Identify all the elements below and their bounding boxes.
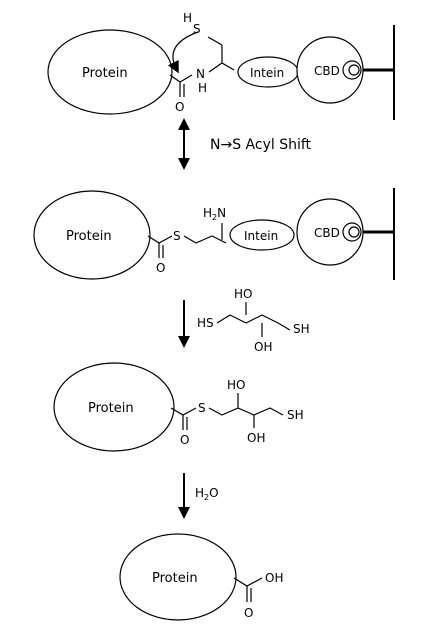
dtt-oh-label: OH bbox=[254, 340, 272, 354]
protein-label: Protein bbox=[82, 66, 128, 81]
carbonyl-bond bbox=[169, 74, 193, 83]
nucleophilic-attack-arrow bbox=[167, 31, 199, 74]
dtt-ho-label: HO bbox=[234, 287, 252, 301]
protein-ellipse bbox=[33, 190, 151, 280]
hydroxyl-label: OH bbox=[265, 571, 283, 585]
carbonyl-oxygen: O bbox=[175, 100, 184, 114]
dtt-ho-label: HO bbox=[227, 378, 245, 392]
hydrolysis-step: H2O bbox=[178, 473, 219, 519]
dtt-step: HS HO OH SH bbox=[178, 287, 310, 354]
thioester-bond bbox=[170, 407, 197, 416]
amine-label: H2N bbox=[203, 206, 226, 222]
thiol-hydrogen: H bbox=[183, 11, 192, 25]
arrow-up-head bbox=[178, 118, 190, 130]
carboxyl-bond bbox=[233, 577, 263, 587]
backbone-chain bbox=[183, 235, 227, 244]
arrow-down-head bbox=[178, 507, 190, 519]
amide-nitrogen: N bbox=[196, 67, 205, 81]
intein-label: Intein bbox=[244, 229, 278, 243]
protein-label: Protein bbox=[66, 229, 112, 244]
intein-ellipse bbox=[229, 219, 295, 251]
cbd-label: CBD bbox=[314, 226, 340, 240]
cbd-binding-ring-inner bbox=[348, 64, 360, 76]
intein-label: Intein bbox=[250, 66, 284, 80]
carbonyl-oxygen: O bbox=[244, 606, 253, 620]
carbonyl-oxygen: O bbox=[180, 433, 189, 447]
water-label: H2O bbox=[195, 486, 219, 502]
cbd-label: CBD bbox=[314, 64, 340, 78]
protein-label: Protein bbox=[152, 571, 198, 586]
stage-4-free-protein: Protein O OH bbox=[119, 533, 283, 621]
arrow-down-head bbox=[178, 336, 190, 348]
carbonyl-oxygen: O bbox=[156, 261, 165, 275]
thiol-sulfur: S bbox=[193, 22, 201, 36]
protein-ellipse bbox=[53, 362, 175, 452]
backbone-bond bbox=[208, 62, 235, 73]
dtt-sh-label: SH bbox=[293, 322, 310, 336]
acyl-shift-label: N→S Acyl Shift bbox=[210, 137, 312, 153]
thioester-sulfur: S bbox=[173, 229, 181, 243]
stage-1-thioester-precursor: Protein O N H S H Intein CBD bbox=[47, 11, 395, 120]
stage-2-thioester: Protein O S H2N Intein CBD bbox=[33, 188, 395, 280]
dtt-hs-label: HS bbox=[197, 316, 214, 330]
thioester-bond bbox=[147, 235, 173, 244]
dtt-oh-label: OH bbox=[247, 431, 265, 445]
thioester-sulfur: S bbox=[198, 401, 206, 415]
cbd-binding-ring-inner bbox=[348, 226, 360, 238]
dtt-chain bbox=[216, 314, 291, 331]
protein-label: Protein bbox=[88, 401, 134, 416]
acyl-shift-step: N→S Acyl Shift bbox=[178, 118, 312, 170]
arrow-down-head bbox=[178, 158, 190, 170]
amide-hydrogen: H bbox=[198, 81, 207, 95]
stage-3-dtt-thioester: Protein O S HO OH SH bbox=[53, 362, 304, 452]
dtt-chain bbox=[208, 407, 284, 416]
dtt-sh-label: SH bbox=[287, 408, 304, 422]
protein-ellipse bbox=[119, 533, 237, 621]
